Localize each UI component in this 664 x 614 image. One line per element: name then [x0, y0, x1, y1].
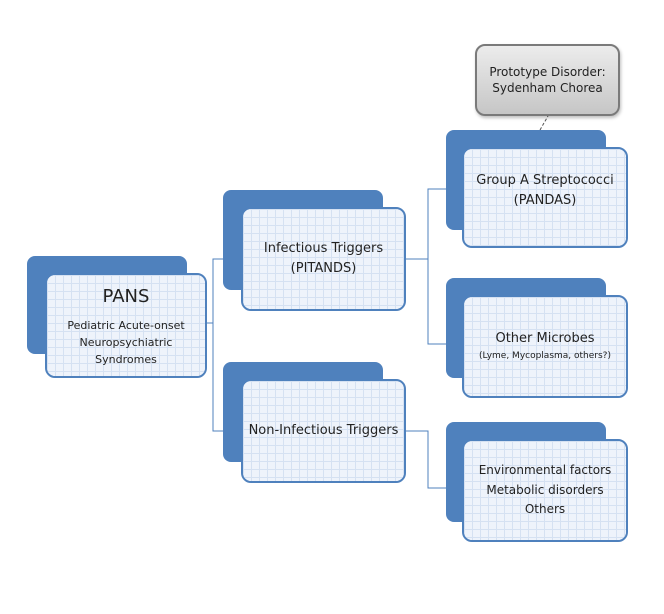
infectious-node-fill [243, 209, 404, 309]
env-node-box: Environmental factors Metabolic disorder… [462, 439, 628, 542]
pans-title: PANS [102, 285, 150, 307]
other-line1: Other Microbes [495, 331, 595, 347]
env-line1: Environmental factors [478, 462, 612, 477]
pans-node-box: PANS Pediatric Acute-onset Neuropsychiat… [45, 273, 207, 378]
gas-line1: Group A Streptococci [476, 173, 614, 188]
env-node-text: Environmental factors Metabolic disorder… [464, 441, 626, 540]
infectious-node-text: Infectious Triggers (PITANDS) [243, 209, 404, 309]
connector-gas-to-prototype [539, 115, 549, 131]
other-node-fill [464, 297, 626, 396]
connector-noninfectious-to-environmental [406, 430, 462, 489]
other-node-box: Other Microbes (Lyme, Mycoplasma, others… [462, 295, 628, 398]
pans-subtitle-line2: Neuropsychiatric Syndromes [79, 335, 173, 366]
pans-node-text: PANS Pediatric Acute-onset Neuropsychiat… [47, 275, 205, 376]
gas-node-box: Group A Streptococci (PANDAS) [462, 147, 628, 248]
noninfectious-node-box: Non-Infectious Triggers [241, 379, 406, 483]
other-node-text: Other Microbes (Lyme, Mycoplasma, others… [464, 297, 626, 396]
gas-node-text: Group A Streptococci (PANDAS) [464, 149, 626, 246]
env-line3: Others [524, 502, 566, 517]
noninfectious-node-fill [243, 381, 404, 481]
gas-node-fill [464, 149, 626, 246]
prototype-node-text: Prototype Disorder: Sydenham Chorea [477, 46, 618, 114]
other-line2: (Lyme, Mycoplasma, others?) [479, 350, 611, 361]
infectious-line2: (PITANDS) [290, 261, 357, 276]
prototype-line1: Prototype Disorder: [489, 64, 606, 79]
prototype-disorder-node: Prototype Disorder: Sydenham Chorea [475, 44, 620, 116]
infectious-node-box: Infectious Triggers (PITANDS) [241, 207, 406, 311]
env-node-fill [464, 441, 626, 540]
connector-infectious-to-gas [406, 188, 462, 260]
prototype-line2: Sydenham Chorea [492, 81, 603, 95]
noninfectious-line1: Non-Infectious Triggers [248, 422, 399, 438]
gas-line2: (PANDAS) [513, 193, 577, 209]
env-line2: Metabolic disorders [486, 482, 604, 497]
infectious-line1: Infectious Triggers [263, 240, 384, 256]
pans-subtitle-line1: Pediatric Acute-onset [67, 318, 185, 332]
noninfectious-node-text: Non-Infectious Triggers [243, 381, 404, 481]
pans-node-fill [47, 275, 205, 376]
